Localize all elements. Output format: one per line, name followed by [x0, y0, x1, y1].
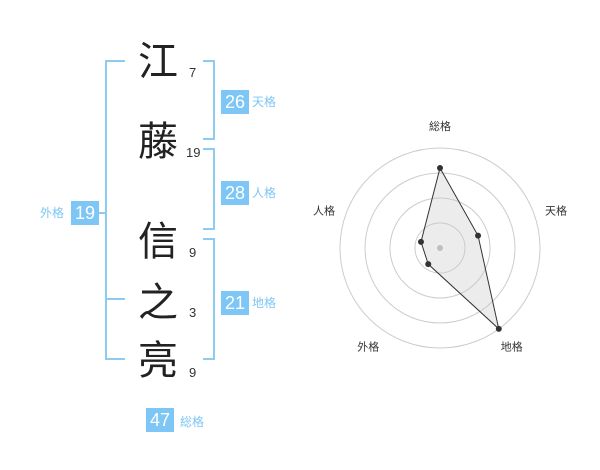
chikaku-bracket-bottom: [203, 358, 215, 360]
jinkaku-bracket-top: [203, 148, 215, 150]
gaikaku-badge: 19: [71, 201, 99, 225]
jinkaku-badge: 28: [221, 181, 249, 205]
radar-polygon: [420, 166, 500, 331]
radar-axis-label-3: 外格: [357, 340, 379, 354]
tenkaku-bracket-vertical: [213, 60, 215, 140]
outer-bracket-top: [105, 60, 125, 62]
name-char-2: 藤: [138, 119, 178, 165]
radar-point-0: [437, 165, 443, 171]
jinkaku-bracket-bottom: [203, 228, 215, 230]
radar-point-2: [495, 325, 502, 332]
soukaku-badge: 47: [146, 408, 174, 432]
chikaku-label: 地格: [252, 296, 277, 310]
name-char-4: 之: [138, 280, 178, 326]
stroke-count-1: 7: [189, 65, 197, 80]
radar-point-4: [417, 238, 424, 245]
radar-ring-1: [414, 222, 466, 274]
radar-axis-label-1: 天格: [545, 203, 567, 217]
chikaku-badge: 21: [221, 291, 249, 315]
outer-bracket-bottom: [105, 358, 125, 360]
tenkaku-bracket-bottom: [203, 138, 215, 140]
tenkaku-badge: 26: [221, 90, 249, 114]
radar-point-3: [425, 261, 432, 268]
gaikaku-label: 外格: [40, 206, 65, 220]
name-char-1: 江: [138, 39, 178, 85]
jinkaku-bracket-vertical: [213, 148, 215, 230]
chikaku-bracket-top: [203, 238, 215, 240]
outer-bracket-connector: [99, 212, 105, 214]
name-char-3: 信: [138, 219, 178, 265]
stroke-count-5: 9: [189, 365, 197, 380]
radar-ring-3: [364, 172, 516, 324]
outer-bracket-mid: [105, 298, 125, 300]
stroke-count-4: 3: [189, 305, 197, 320]
soukaku-label: 総格: [180, 415, 205, 429]
radar-axis-label-2: 地格: [501, 340, 523, 354]
radar-axis-label-4: 人格: [313, 203, 335, 217]
tenkaku-bracket-top: [203, 60, 215, 62]
stroke-count-2: 19: [186, 145, 201, 160]
stroke-count-3: 9: [189, 245, 197, 260]
radar-ring-2: [389, 197, 491, 299]
name-char-5: 亮: [138, 338, 178, 384]
tenkaku-label: 天格: [252, 95, 277, 109]
radar-axis-label-0: 総格: [429, 119, 451, 133]
radar-point-1: [475, 232, 482, 239]
chikaku-bracket-vertical: [213, 238, 215, 360]
radar-center: [437, 245, 443, 251]
outer-bracket-vertical: [105, 60, 107, 360]
jinkaku-label: 人格: [252, 186, 277, 200]
radar-ring-4: [339, 147, 541, 349]
